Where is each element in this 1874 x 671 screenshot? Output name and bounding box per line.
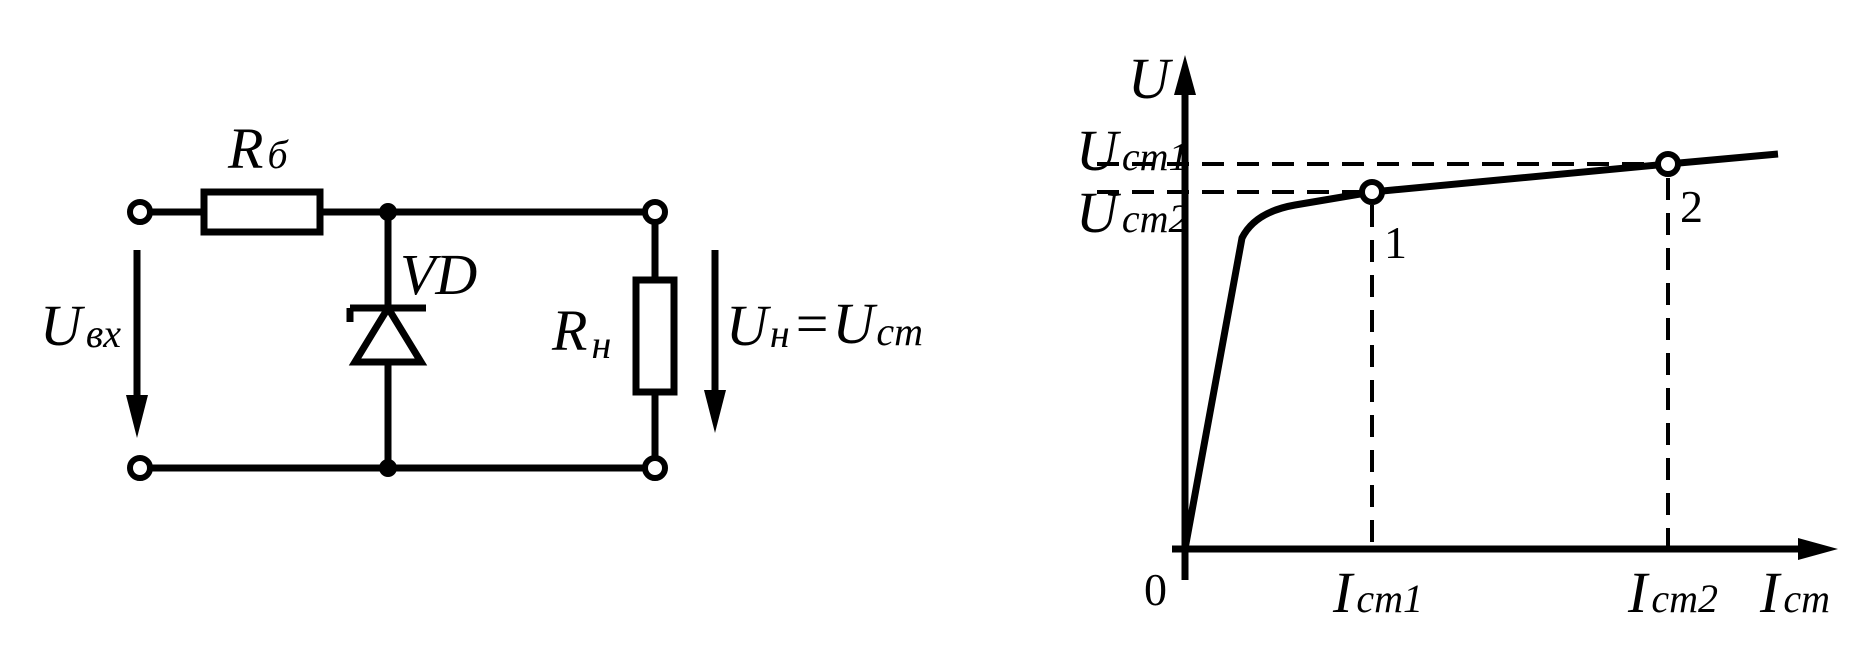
output-voltage-arrow: [704, 250, 726, 433]
characteristic-curve: [1181, 150, 1779, 550]
output-terminal-top: [642, 199, 668, 225]
diode-label: VD: [400, 242, 477, 307]
zener-diode-symbol: [346, 301, 428, 366]
output-terminal-bottom: [642, 455, 668, 481]
x-axis-arrow: [1798, 538, 1838, 560]
ballast-resistor: [200, 188, 324, 236]
input-terminal-top: [127, 199, 153, 225]
y-axis-label: U: [1128, 46, 1174, 111]
operating-point-1: [1359, 179, 1385, 205]
origin-label: 0: [1144, 564, 1167, 615]
output-voltage-label: Uн=Uст: [726, 291, 923, 358]
junction-dot-top: [379, 203, 397, 221]
operating-point-2: [1655, 151, 1681, 177]
point-2-label: 2: [1680, 181, 1703, 232]
load-resistor: [632, 276, 678, 396]
input-voltage-arrow: [126, 250, 148, 438]
junction-dot-bottom: [379, 459, 397, 477]
y-axis-arrow: [1174, 55, 1196, 95]
input-terminal-bottom: [127, 455, 153, 481]
point-1-label: 1: [1384, 217, 1407, 268]
